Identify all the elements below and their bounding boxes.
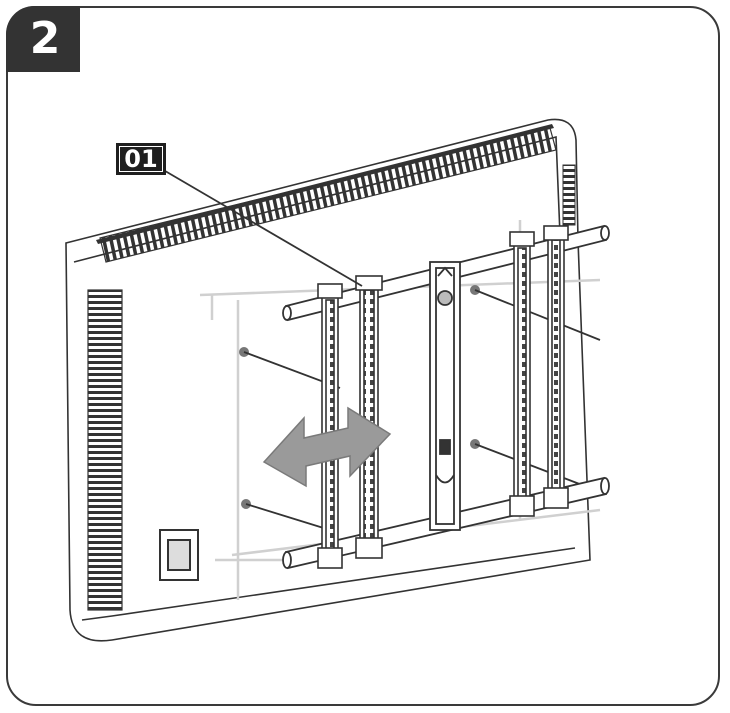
connector-port: [159, 529, 199, 581]
right-vertical-brackets: [509, 225, 569, 517]
slide-direction-arrow: [262, 406, 392, 488]
center-bracket: [429, 261, 461, 531]
left-vertical-brackets: [317, 275, 383, 569]
right-vent-column: [562, 164, 576, 226]
callout-label-01: 01: [116, 143, 166, 175]
top-vent-strip: [96, 124, 557, 263]
step-number-badge: 2: [6, 6, 80, 72]
left-vent-column: [87, 289, 123, 611]
screw-guide-lines: [243, 289, 601, 531]
callout-leader-line: [159, 167, 363, 287]
